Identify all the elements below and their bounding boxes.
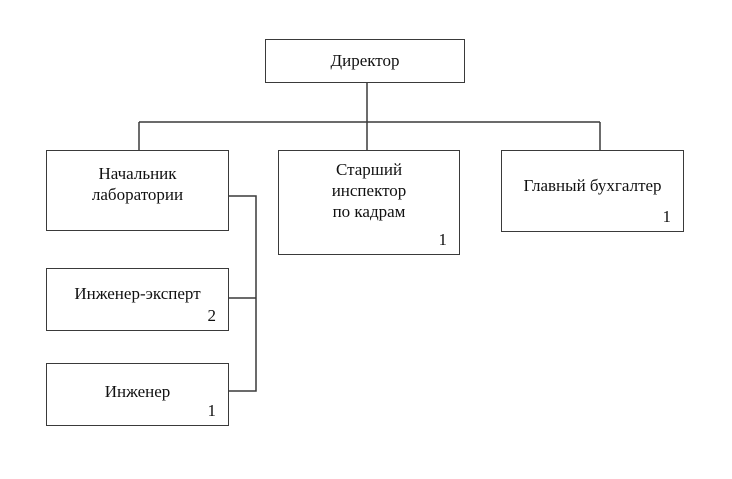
node-title-line: лаборатории — [91, 185, 184, 204]
node-title: Главный бухгалтер — [523, 176, 662, 195]
node-count: 1 — [207, 401, 217, 420]
node-engineer: Инженер 1 — [46, 363, 229, 426]
node-title: Инженер — [104, 382, 171, 401]
node-title: Старший инспектор по кадрам — [279, 159, 459, 222]
node-title: Директор — [330, 51, 400, 70]
node-title: Начальник лаборатории — [47, 163, 228, 205]
node-director: Директор — [265, 39, 465, 83]
node-title-line: по кадрам — [332, 202, 406, 221]
node-count: 1 — [438, 230, 448, 249]
node-title-line: Старший — [335, 160, 403, 179]
node-title-line: Начальник — [98, 164, 177, 183]
edge-lab-head-trunk — [229, 195, 257, 392]
node-engineer-expert: Инженер-эксперт 2 — [46, 268, 229, 331]
node-hr-inspector: Старший инспектор по кадрам 1 — [278, 150, 460, 255]
node-count: 1 — [662, 207, 672, 226]
node-lab-head: Начальник лаборатории — [46, 150, 229, 231]
node-chief-accountant: Главный бухгалтер 1 — [501, 150, 684, 232]
node-title: Инженер-эксперт — [74, 284, 201, 303]
node-count: 2 — [207, 306, 217, 325]
node-title-line: инспектор — [331, 181, 407, 200]
